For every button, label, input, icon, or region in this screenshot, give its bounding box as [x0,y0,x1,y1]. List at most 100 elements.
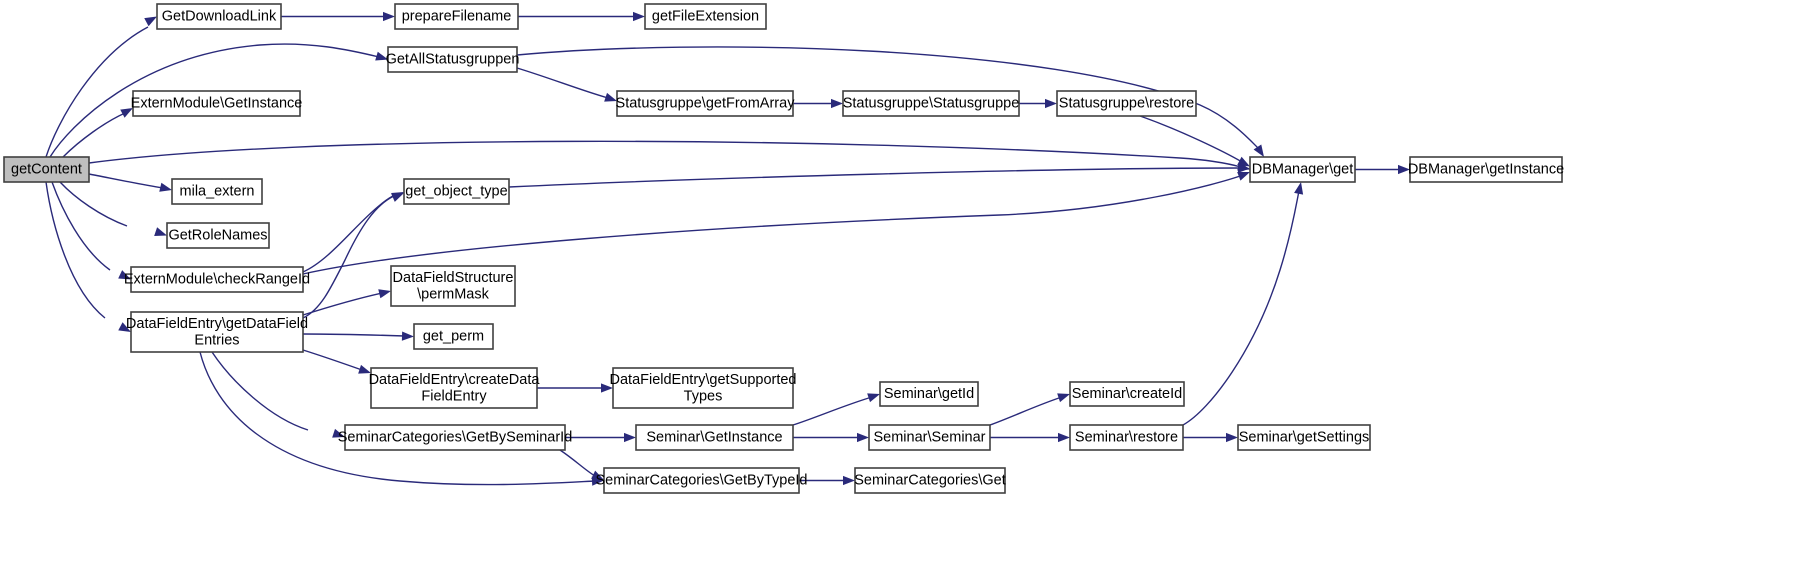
node-data-field-structure-perm-mask[interactable]: DataFieldStructure\permMask [390,265,516,307]
node-label: Seminar\getId [884,386,974,402]
edge-data-field-entry-get-data-field-entries-to-get-object-type [302,193,404,319]
node-box[interactable] [1237,424,1371,451]
node-label: getContent [11,161,82,177]
edge-seminar-seminar-to-seminar-create-id [989,393,1070,426]
node-statusgruppe-statusgruppe[interactable]: Statusgruppe\Statusgruppe [842,90,1020,117]
node-label: SeminarCategories\GetByTypeId [596,472,808,488]
node-get-perm[interactable]: get_perm [413,323,494,350]
node-box[interactable] [1069,381,1185,407]
edge-get-download-link-to-prepare-filename [281,11,395,22]
node-box[interactable] [603,467,800,494]
node-box[interactable] [390,265,516,307]
arrowhead-icon [144,16,157,27]
node-get-role-names[interactable]: GetRoleNames [166,222,270,249]
arrowhead-icon [159,182,172,192]
node-statusgruppe-get-from-array[interactable]: Statusgruppe\getFromArray [616,90,796,117]
node-mila-extern[interactable]: mila_extern [171,178,263,205]
node-box[interactable] [612,367,794,409]
node-box[interactable] [644,3,767,30]
edge-statusgruppe-get-from-array-to-statusgruppe-statusgruppe [793,98,843,109]
edge-get-content-to-get-all-statusgruppen [49,43,388,158]
node-label: Seminar\getSettings [1239,429,1370,445]
node-box[interactable] [156,3,282,30]
arrowhead-icon [633,11,645,22]
node-seminar-get-instance[interactable]: Seminar\GetInstance [635,424,794,451]
node-box[interactable] [403,178,510,205]
node-get-object-type[interactable]: get_object_type [403,178,510,205]
node-extern-module-get-instance[interactable]: ExternModule\GetInstance [131,90,303,117]
node-box[interactable] [854,467,1006,494]
arrowhead-icon [375,51,388,61]
node-label: Statusgruppe\restore [1059,95,1194,111]
node-seminar-categories-get-by-type-id[interactable]: SeminarCategories\GetByTypeId [596,467,808,494]
arrowhead-icon [118,270,131,280]
node-box[interactable] [413,323,494,350]
edge-statusgruppe-restore-to-dbmanager-get [1139,115,1250,167]
node-box[interactable] [171,178,263,205]
node-label: Seminar\createId [1072,386,1182,402]
node-get-all-statusgruppen[interactable]: GetAllStatusgruppen [386,46,520,73]
node-box[interactable] [1249,156,1356,183]
edge-extern-module-check-range-id-to-get-object-type [302,192,404,273]
node-box[interactable] [616,90,794,117]
node-dbmanager-get-instance[interactable]: DBManager\getInstance [1408,156,1564,183]
arrowhead-icon [383,11,395,22]
node-get-download-link[interactable]: GetDownloadLink [156,3,282,30]
node-box[interactable] [130,311,304,353]
node-box[interactable] [394,3,519,30]
node-box[interactable] [1056,90,1197,117]
node-seminar-categories-get[interactable]: SeminarCategories\Get [854,467,1006,494]
node-box[interactable] [1069,424,1184,451]
node-box[interactable] [3,156,90,183]
node-label: get_perm [423,328,484,344]
edge-get-all-statusgruppen-to-dbmanager-get [516,46,1264,157]
edge-get-object-type-to-dbmanager-get [508,163,1250,188]
arrowhead-icon [601,383,613,393]
node-get-file-extension[interactable]: getFileExtension [644,3,767,30]
edge-get-all-statusgruppen-to-statusgruppe-get-from-array [516,67,617,102]
node-get-content[interactable]: getContent [3,156,90,183]
node-box[interactable] [166,222,270,249]
arrowhead-icon [332,428,345,438]
node-box[interactable] [387,46,518,73]
edge-data-field-entry-create-data-field-entry-to-data-field-entry-get-supported-types [537,383,613,393]
node-box[interactable] [842,90,1020,117]
node-box[interactable] [879,381,979,407]
node-dbmanager-get[interactable]: DBManager\get [1249,156,1356,183]
node-box[interactable] [370,367,538,409]
node-prepare-filename[interactable]: prepareFilename [394,3,519,30]
node-seminar-seminar[interactable]: Seminar\Seminar [868,424,991,451]
node-box[interactable] [130,266,304,293]
node-statusgruppe-restore[interactable]: Statusgruppe\restore [1056,90,1197,117]
node-seminar-get-settings[interactable]: Seminar\getSettings [1237,424,1371,451]
node-box[interactable] [344,424,566,451]
node-label: DataFieldStructure\permMask [393,270,514,303]
node-box[interactable] [868,424,991,451]
node-label: Statusgruppe\getFromArray [616,95,796,111]
arrowhead-icon [591,470,604,480]
node-label: Seminar\GetInstance [646,429,782,445]
node-box[interactable] [132,90,301,117]
arrowhead-icon [1057,393,1070,403]
node-extern-module-check-range-id[interactable]: ExternModule\checkRangeId [124,266,310,293]
node-seminar-get-id[interactable]: Seminar\getId [879,381,979,407]
node-box[interactable] [635,424,794,451]
arrowhead-icon [401,331,414,341]
edge-extern-module-check-range-id-to-dbmanager-get [302,172,1250,275]
node-seminar-restore[interactable]: Seminar\restore [1069,424,1184,451]
arrowhead-icon [1237,156,1250,167]
edge-data-field-entry-get-data-field-entries-to-data-field-structure-perm-mask [302,289,391,316]
node-label: get_object_type [405,183,507,199]
edge-data-field-entry-get-data-field-entries-to-data-field-entry-create-data-field-entry [302,349,371,374]
node-seminar-categories-get-by-seminar-id[interactable]: SeminarCategories\GetBySeminarId [338,424,573,451]
node-box[interactable] [1409,156,1563,183]
nodes-layer: getContent GetDownloadLink prepareFilename… [3,3,1564,494]
edges-layer [45,11,1410,486]
node-seminar-create-id[interactable]: Seminar\createId [1069,381,1185,407]
